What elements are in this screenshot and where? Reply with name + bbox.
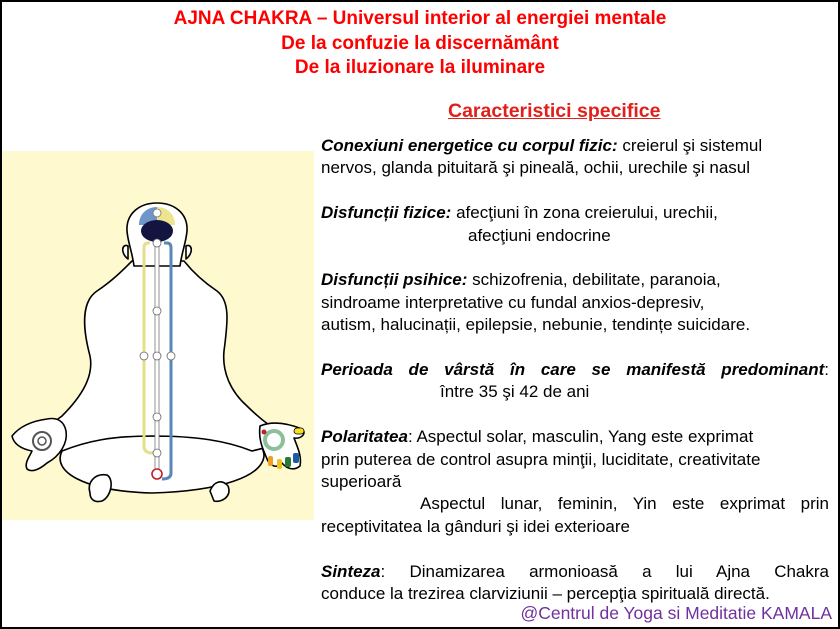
item-text: nervos, glanda pituitară şi pineală, och… bbox=[321, 158, 751, 178]
item-heading-line: Perioada de vârstă în care se manifestă … bbox=[321, 359, 829, 381]
item-suffix: : bbox=[407, 427, 413, 447]
item-label: Sinteza bbox=[321, 561, 381, 581]
characteristics-content: Conexiuni energetice cu corpul fizic: cr… bbox=[321, 135, 829, 605]
item-psychic-dysfunctions: Disfuncții psihice: schizofrenia, debili… bbox=[321, 269, 829, 336]
item-text: autism, halucinații, epilepsie, nebunie,… bbox=[321, 315, 751, 335]
title-line-3: De la iluzionare la iluminare bbox=[294, 57, 546, 78]
item-label: Disfuncții fizice: bbox=[321, 203, 452, 223]
item-text: sindroame interpretative cu fundal anxio… bbox=[321, 292, 705, 312]
item-age-period: Perioada de vârstă în care se manifestă … bbox=[321, 359, 829, 404]
item-energetic-connections: Conexiuni energetice cu corpul fizic: cr… bbox=[321, 135, 829, 180]
item-text: prin puterea de control asupra minţii, l… bbox=[321, 449, 761, 469]
chakra-figure-illustration bbox=[2, 151, 314, 520]
title-line-2: De la confuzie la discernământ bbox=[281, 32, 559, 54]
item-physical-dysfunctions: Disfuncții fizice: afecţiuni în zona cre… bbox=[321, 202, 829, 247]
item-text: conduce la trezirea clarviziunii – perce… bbox=[321, 584, 770, 604]
item-label: Polaritatea bbox=[321, 427, 408, 447]
item-text: Aspectul solar, masculin, Yang este expr… bbox=[412, 427, 754, 447]
item-label: Disfuncții psihice: bbox=[321, 270, 468, 290]
footer-credit: @Centrul de Yoga si Meditatie KAMALA bbox=[520, 603, 832, 623]
item-text: schizofrenia, debilitate, paranoia, bbox=[467, 270, 721, 290]
item-text: Dinamizarea armonioasă a lui Ajna Chakra bbox=[385, 561, 829, 581]
item-heading-line: Sinteza: Dinamizarea armonioasă a lui Aj… bbox=[321, 561, 829, 583]
item-text: între 35 şi 42 de ani bbox=[440, 382, 590, 402]
slide-title: AJNA CHAKRA – Universul interior al ener… bbox=[0, 7, 840, 81]
item-text: creierul şi sistemul bbox=[617, 136, 763, 155]
item-synthesis: Sinteza: Dinamizarea armonioasă a lui Aj… bbox=[321, 561, 829, 606]
item-label: Conexiuni energetice cu corpul fizic: bbox=[321, 136, 618, 155]
item-text: superioară bbox=[321, 472, 402, 492]
item-text: afecţiuni în zona creierului, urechii, bbox=[451, 203, 718, 223]
item-text: afecţiuni endocrine bbox=[468, 225, 611, 245]
title-line-1: AJNA CHAKRA – Universul interior al ener… bbox=[173, 8, 667, 29]
item-text: Aspectul lunar, feminin, Yin este exprim… bbox=[420, 494, 829, 514]
item-suffix: : bbox=[380, 561, 386, 581]
section-heading: Caracteristici specifice bbox=[448, 100, 661, 122]
meditating-figure-icon bbox=[2, 151, 314, 520]
item-suffix: : bbox=[824, 360, 829, 380]
item-text: receptivitatea la gânduri şi idei exteri… bbox=[321, 516, 631, 536]
item-polarity: Polaritatea: Aspectul solar, masculin, Y… bbox=[321, 426, 829, 538]
item-label: Perioada de vârstă în care se manifestă … bbox=[321, 360, 825, 380]
